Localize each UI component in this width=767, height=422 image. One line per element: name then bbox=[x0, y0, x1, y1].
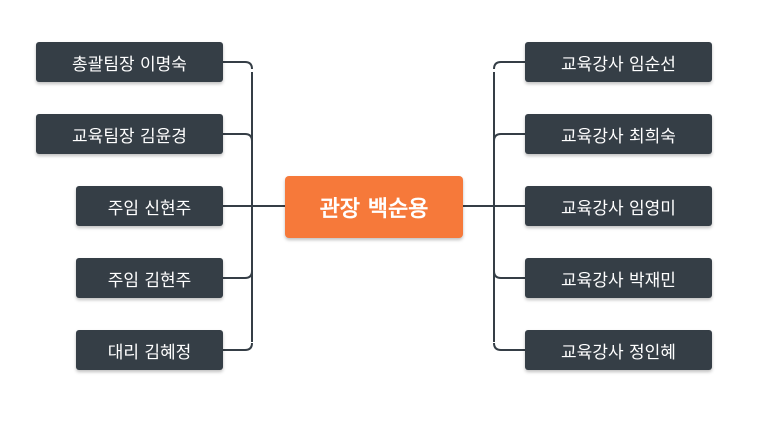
node-label: 총괄팀장 이명숙 bbox=[72, 54, 187, 75]
node-label: 주임 김현주 bbox=[107, 270, 192, 291]
connector-right-4 bbox=[493, 270, 525, 279]
right-node-4[interactable]: 교육강사 박재민 bbox=[525, 258, 712, 298]
node-label: 교육팀장 김윤경 bbox=[72, 126, 187, 147]
node-label: 교육강사 박재민 bbox=[561, 270, 676, 291]
node-label: 대리 김혜정 bbox=[107, 342, 192, 363]
right-node-5[interactable]: 교육강사 정인혜 bbox=[525, 330, 712, 370]
connector-right-2 bbox=[493, 133, 525, 142]
center-node-label: 관장 백순용 bbox=[319, 197, 429, 222]
left-node-5[interactable]: 대리 김혜정 bbox=[76, 330, 223, 370]
center-node-director[interactable]: 관장 백순용 bbox=[285, 176, 463, 238]
node-label: 교육강사 최희숙 bbox=[561, 126, 676, 147]
left-node-1[interactable]: 총괄팀장 이명숙 bbox=[36, 42, 223, 82]
node-label: 교육강사 임순선 bbox=[561, 54, 676, 75]
connector-left-5 bbox=[223, 342, 253, 351]
connector-right-1 bbox=[493, 61, 525, 70]
connector-left-1 bbox=[223, 61, 253, 70]
node-label: 주임 신현주 bbox=[107, 198, 192, 219]
connector-left-4 bbox=[223, 270, 253, 279]
node-label: 교육강사 임영미 bbox=[561, 198, 676, 219]
connector-right-5 bbox=[493, 342, 525, 351]
right-node-1[interactable]: 교육강사 임순선 bbox=[525, 42, 712, 82]
right-node-2[interactable]: 교육강사 최희숙 bbox=[525, 114, 712, 154]
left-node-3[interactable]: 주임 신현주 bbox=[76, 186, 223, 226]
left-node-4[interactable]: 주임 김현주 bbox=[76, 258, 223, 298]
node-label: 교육강사 정인혜 bbox=[561, 342, 676, 363]
right-node-3[interactable]: 교육강사 임영미 bbox=[525, 186, 712, 226]
connector-left-2 bbox=[223, 133, 253, 142]
left-node-2[interactable]: 교육팀장 김윤경 bbox=[36, 114, 223, 154]
